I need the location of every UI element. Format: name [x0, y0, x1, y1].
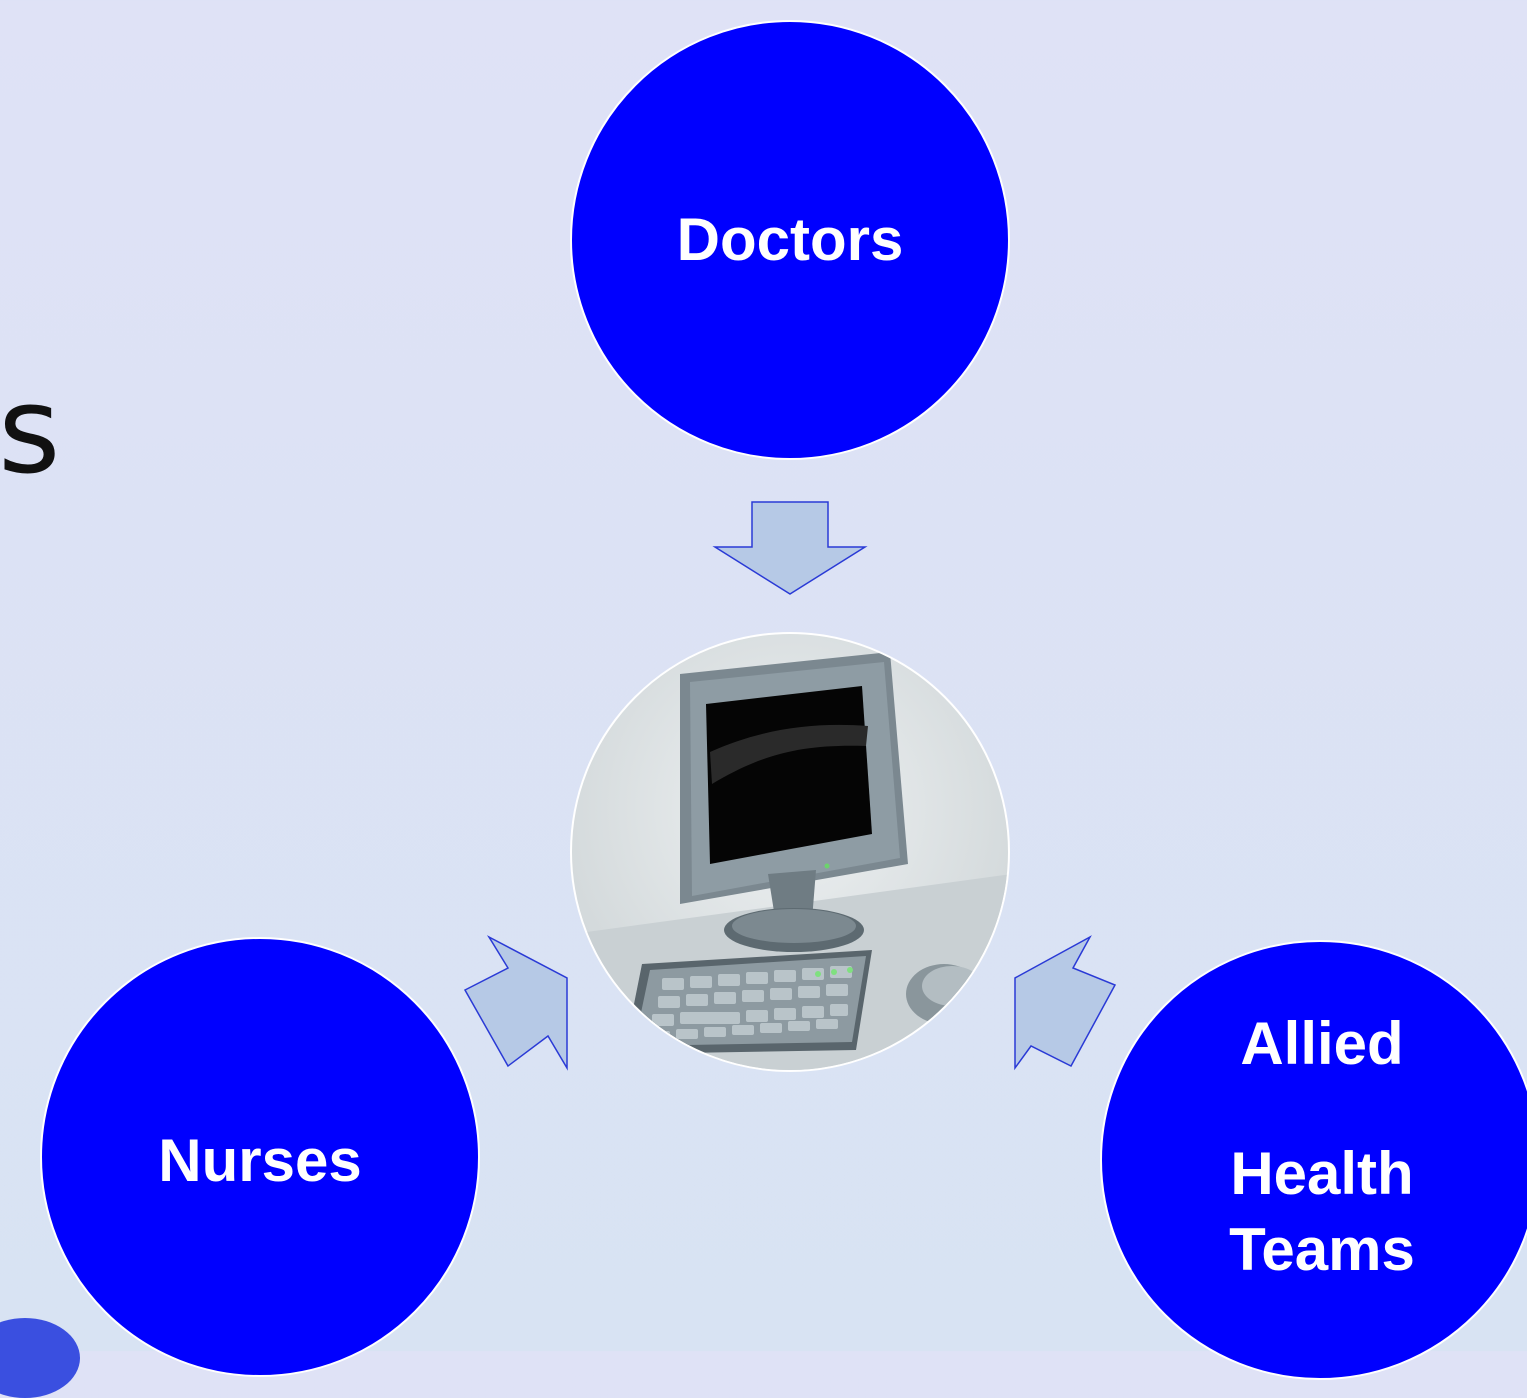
arrow-nurses-to-computer — [463, 935, 568, 1071]
slide-title-fragment: s — [0, 362, 61, 501]
allied-label-line-3: Teams — [1229, 1216, 1415, 1283]
arrows-layer — [463, 501, 1117, 1071]
doctors-label: Doctors — [676, 206, 904, 273]
allied-label-line-1: Allied — [1240, 1010, 1404, 1077]
nurses-label: Nurses — [158, 1127, 362, 1194]
computer-workstation-icon — [570, 632, 1010, 1072]
allied-health-teams-node: Allied Health Teams — [1100, 940, 1527, 1380]
doctors-node: Doctors — [570, 20, 1010, 460]
allied-label-line-2: Health — [1230, 1140, 1414, 1207]
arrow-allied-to-computer — [1014, 935, 1117, 1071]
arrow-doctors-to-computer — [712, 501, 868, 595]
nurses-node: Nurses — [40, 937, 480, 1377]
